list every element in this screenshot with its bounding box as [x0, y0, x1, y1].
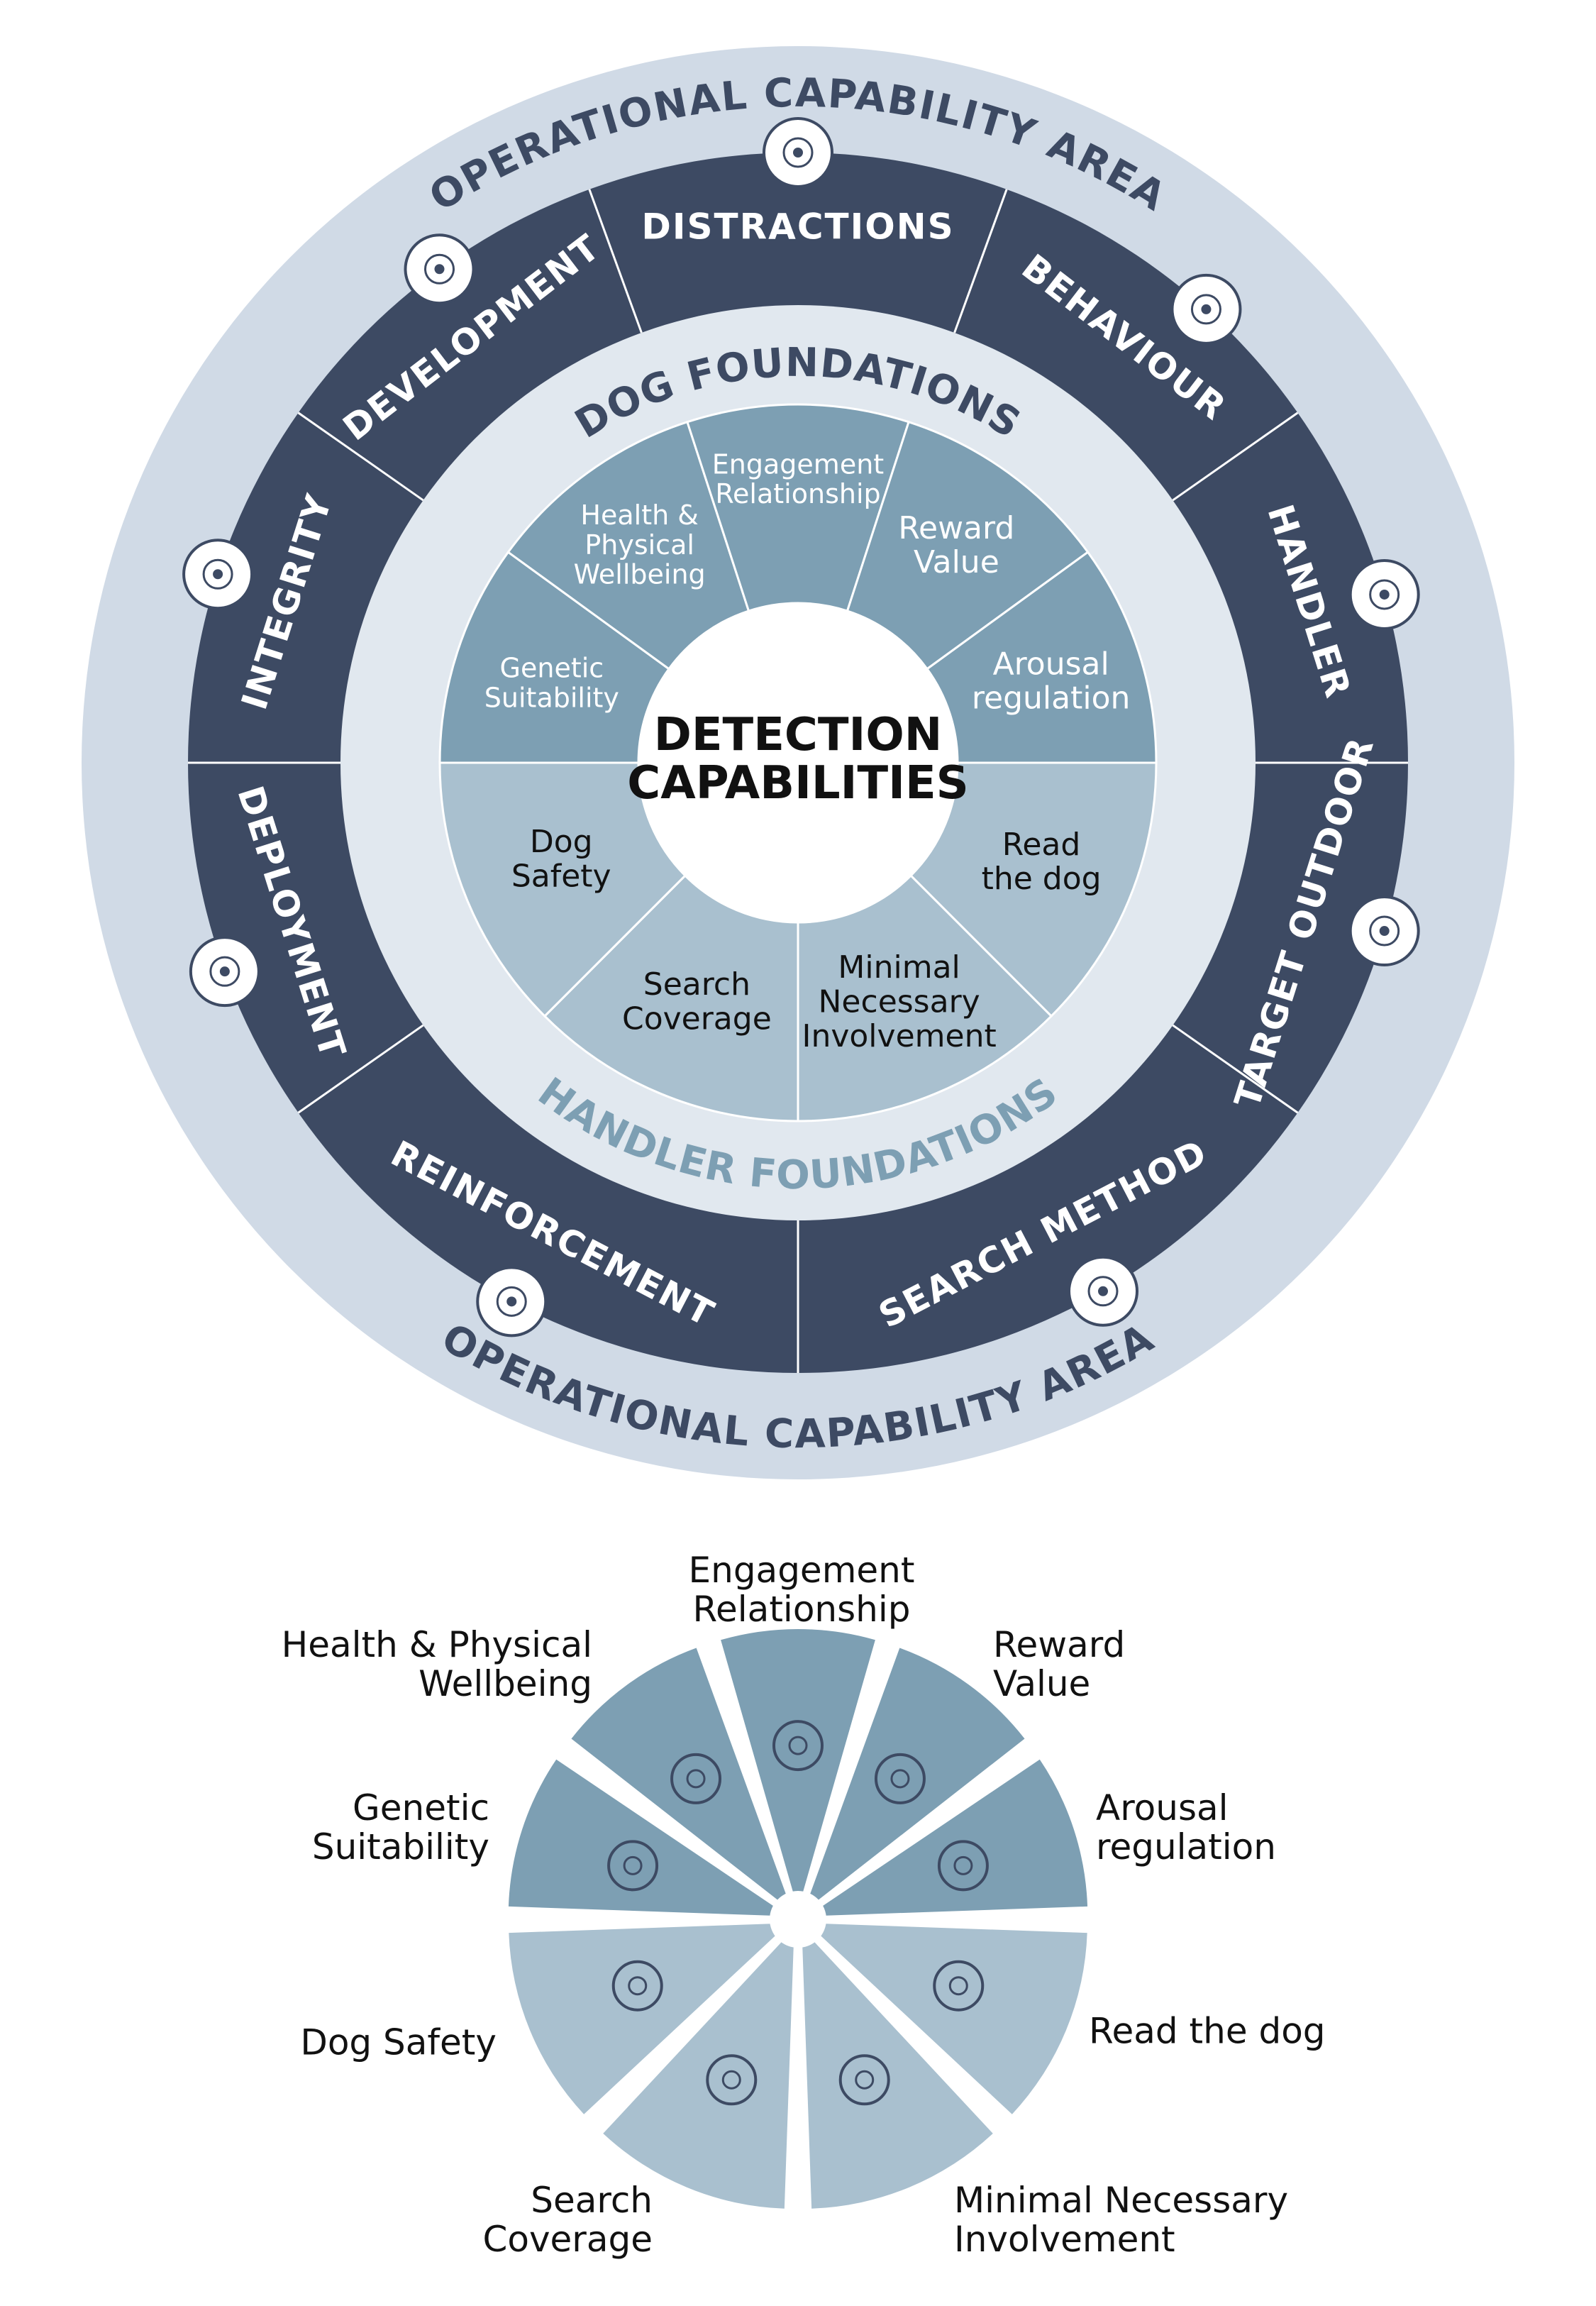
gear-thumbs-up-icon [607, 1840, 659, 1892]
legend-label: Read the dog [1089, 2011, 1326, 2052]
magnifier-shield-icon [706, 2054, 758, 2106]
capability-divider [1172, 412, 1299, 502]
person-walking-dog-icon [1348, 558, 1420, 630]
shield-paw-icon [611, 1960, 663, 2012]
team-handshake-icon [772, 1720, 824, 1772]
legend-segment [807, 1759, 1088, 1916]
legend-segment [807, 1923, 1087, 2114]
target-icon [1348, 895, 1420, 967]
capability-divider [588, 189, 643, 333]
rocket-icon [189, 936, 260, 1008]
legend-center [770, 1891, 826, 1948]
capability-ring-dividers [188, 189, 1408, 1373]
legend-segment [509, 1923, 789, 2114]
capability-segment-distractions: DISTRACTIONS [641, 206, 954, 248]
legend-label: Dog Safety [300, 2022, 497, 2063]
legend-segment [802, 1928, 993, 2209]
head-lotus-icon [670, 1753, 722, 1804]
handshake-icon [182, 539, 254, 610]
legend-segment [804, 1648, 1025, 1911]
magnifier-icon [1068, 1255, 1138, 1327]
capability-divider [1172, 1024, 1299, 1114]
capability-divider [297, 412, 424, 502]
legend-segment [508, 1759, 789, 1916]
center-title-line2: CAPABILITIES [627, 757, 969, 810]
gear-arrow-icon [404, 233, 475, 305]
center-circle [638, 603, 958, 922]
hand-star-icon [874, 1753, 926, 1804]
legend-segment [603, 1928, 794, 2209]
capability-divider [953, 189, 1008, 333]
legend-wheel [508, 1628, 1088, 2209]
person-book-icon [933, 1960, 985, 2012]
joined-hands-icon [838, 2054, 890, 2106]
capability-divider [297, 1024, 424, 1114]
reward-badge-icon [476, 1266, 548, 1337]
center-title-line1: DETECTION [654, 709, 943, 761]
legend-segment [571, 1648, 792, 1911]
head-heart-icon [1170, 273, 1242, 345]
brain-gear-icon [763, 117, 833, 188]
document-shield-icon [937, 1840, 989, 1892]
